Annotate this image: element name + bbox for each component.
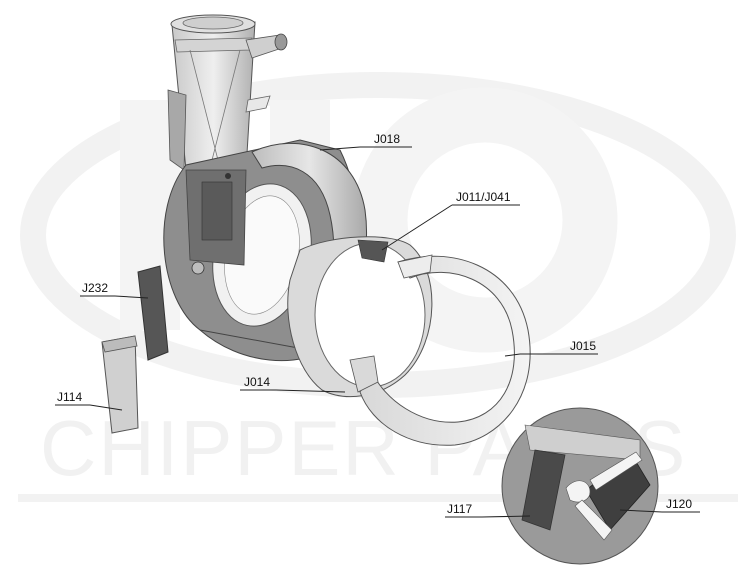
callout-j120: J120 [666, 497, 693, 511]
liner-ring-j015 [349, 254, 531, 446]
callout-j232: J232 [82, 281, 109, 295]
callout-j011-j041: J011/J041 [456, 190, 511, 204]
side-panel-j014 [287, 236, 433, 398]
callout-j015: J015 [570, 339, 597, 353]
callout-j114: J114 [57, 390, 83, 404]
callout-j018: J018 [374, 132, 401, 146]
callout-j014: J014 [244, 375, 271, 389]
callout-j117: J117 [447, 502, 473, 516]
discharge-chute [167, 14, 288, 171]
leader-lines [55, 146, 700, 518]
bracket-j114 [101, 335, 139, 434]
detail-view [501, 407, 659, 565]
liner-plate-j232 [137, 265, 169, 361]
